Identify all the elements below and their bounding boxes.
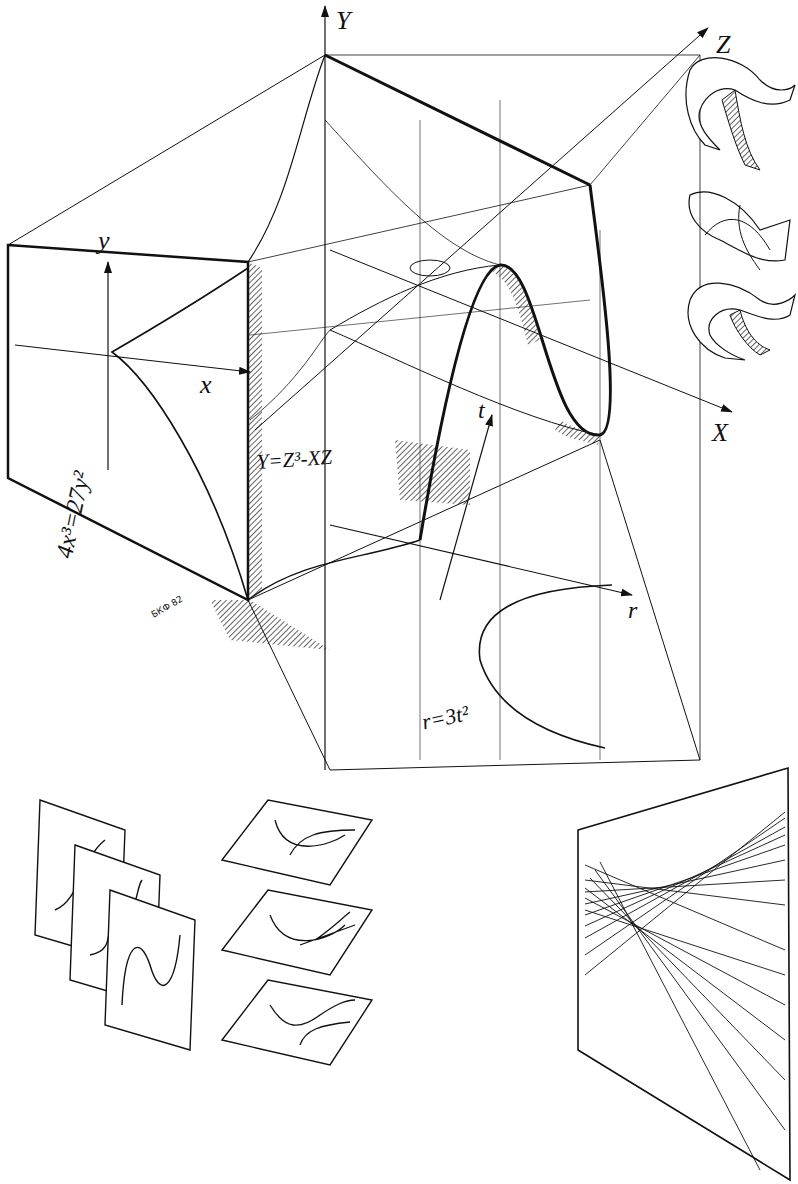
section-plane xyxy=(222,980,372,1065)
box-edge xyxy=(590,55,700,185)
fold-shading xyxy=(492,265,540,345)
box-edge xyxy=(248,185,590,262)
surface-edge xyxy=(325,55,590,185)
tangent-line xyxy=(585,865,785,950)
section-plane xyxy=(222,800,372,885)
section-panel xyxy=(105,890,195,1050)
equation-label: r=3t² xyxy=(420,702,471,733)
control-plane xyxy=(248,440,700,770)
fold-loop xyxy=(410,260,450,276)
box-edge xyxy=(8,55,325,245)
line-family xyxy=(585,812,785,1170)
signature: БКФ 82 xyxy=(150,595,184,620)
envelope-panel xyxy=(578,768,790,1180)
box-edge xyxy=(700,55,701,760)
x-axis-small xyxy=(15,345,250,372)
grid-line xyxy=(420,120,421,760)
surface-section xyxy=(420,185,610,540)
tangent-line xyxy=(585,898,785,1005)
tangent-line xyxy=(600,862,760,1170)
grid-line xyxy=(500,100,501,760)
tangent-line xyxy=(585,888,785,1040)
surface-line xyxy=(325,120,500,265)
bifurcation-parabola xyxy=(479,585,612,748)
projection-face xyxy=(8,245,248,600)
surface-edge xyxy=(248,540,420,600)
t-axis xyxy=(440,415,492,600)
shadow xyxy=(210,600,330,650)
surface-sketch xyxy=(722,90,760,170)
tangent-line xyxy=(585,835,785,926)
axis-label: Y xyxy=(336,8,350,34)
x-axis xyxy=(330,250,732,412)
tangent-line xyxy=(585,827,785,938)
tangent-line xyxy=(585,812,785,975)
grid-line xyxy=(600,230,601,760)
face-shading xyxy=(248,262,262,600)
surface-sketch xyxy=(730,310,770,355)
tangent-line xyxy=(585,880,785,905)
axis-label: Z xyxy=(716,32,730,58)
surface-edge xyxy=(248,55,325,262)
fold-line xyxy=(330,330,600,435)
surface-sketch xyxy=(705,205,770,270)
y-axis-small xyxy=(107,262,108,470)
fold-shading xyxy=(555,420,600,445)
section-curve xyxy=(270,1000,355,1045)
fold-line xyxy=(330,265,500,330)
axis-label: y xyxy=(98,228,110,254)
tangent-line xyxy=(585,818,785,955)
section-curve xyxy=(122,935,180,1005)
axis-label: X xyxy=(712,420,728,446)
z-axis xyxy=(255,28,708,430)
section-curve xyxy=(275,820,355,855)
r-axis xyxy=(330,525,632,595)
section-plane xyxy=(222,890,372,975)
axis-label: r xyxy=(628,598,637,622)
cusp-curve xyxy=(112,268,248,600)
axis-label: x xyxy=(200,372,212,398)
equation-label: Y=Z³-XZ xyxy=(256,447,333,473)
tangent-line xyxy=(595,870,785,1130)
surface-sketch xyxy=(688,283,795,360)
axis-label: t xyxy=(478,398,485,422)
tangent-line xyxy=(585,910,785,975)
section-curve xyxy=(270,912,355,945)
box-edge xyxy=(325,55,700,56)
